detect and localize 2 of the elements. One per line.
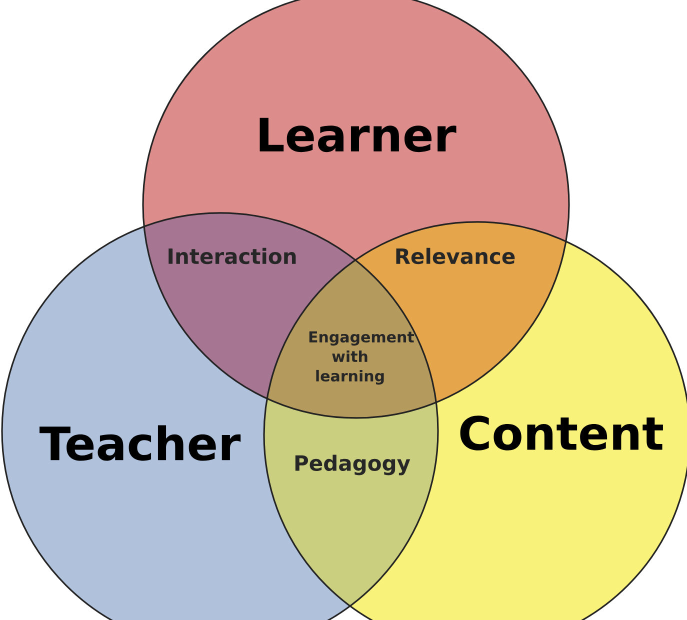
region-label: Engagement with learning	[309, 331, 414, 385]
region-label: Pedagogy	[295, 454, 410, 476]
